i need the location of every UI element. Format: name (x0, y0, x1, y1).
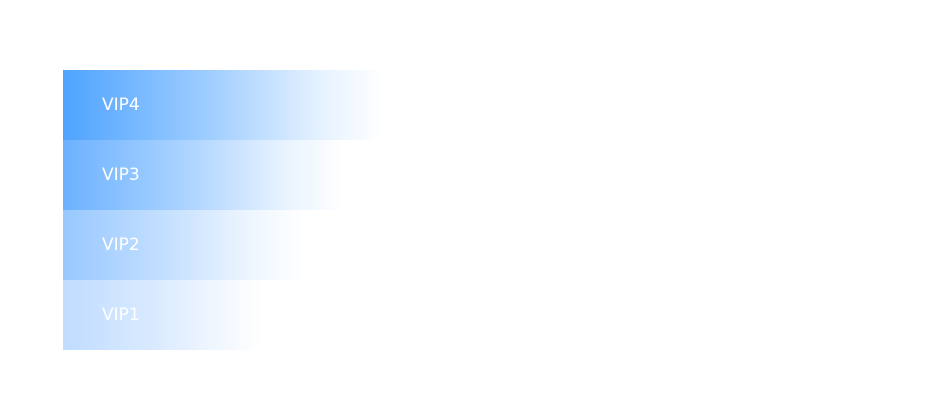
level-bar-vip2: VIP2 (63, 210, 303, 280)
level-label: VIP4 (102, 95, 140, 115)
level-label: VIP2 (102, 235, 140, 255)
level-bar-vip3: VIP3 (63, 140, 343, 210)
level-bar-vip1: VIP1 (63, 280, 263, 350)
level-label: VIP3 (102, 165, 140, 185)
level-label: VIP1 (102, 305, 140, 325)
level-bar-vip4: VIP4 (63, 70, 383, 140)
